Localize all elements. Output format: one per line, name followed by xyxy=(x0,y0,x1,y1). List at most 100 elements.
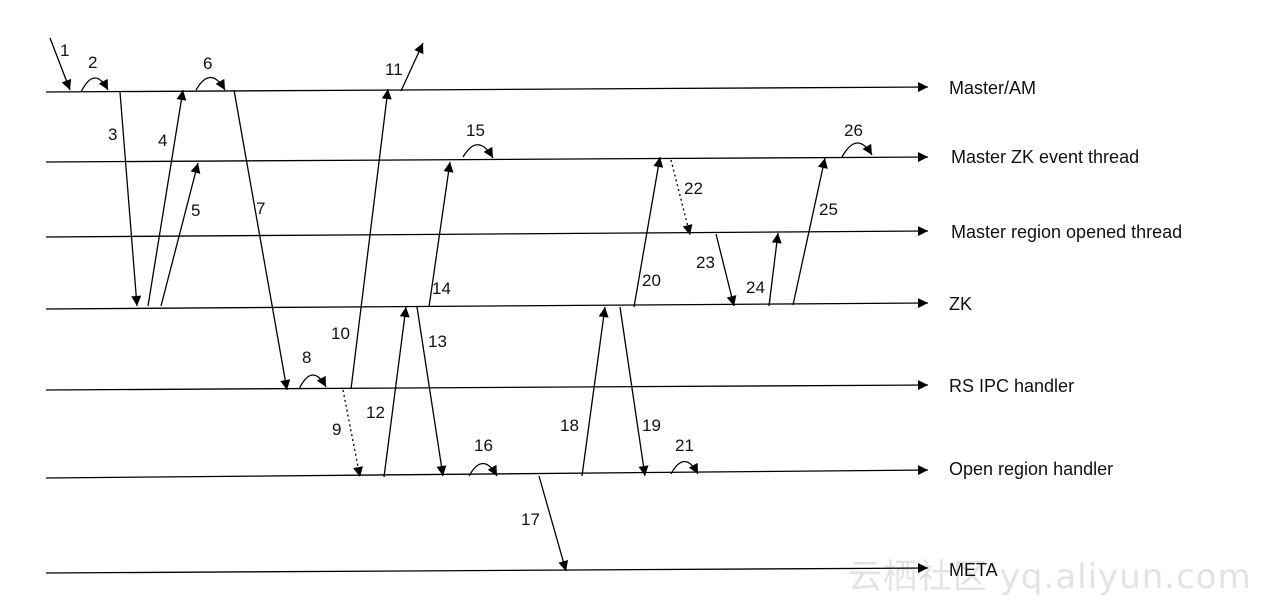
step-number: 17 xyxy=(521,510,540,529)
step-number: 19 xyxy=(642,416,661,435)
message-arrow xyxy=(792,157,828,306)
step-11: 11 xyxy=(385,42,424,92)
step-9: 9 xyxy=(332,389,363,478)
step-number: 2 xyxy=(88,53,97,72)
step-25: 25 xyxy=(792,157,838,306)
step-number: 3 xyxy=(108,125,117,144)
step-number: 7 xyxy=(256,199,265,218)
step-number: 12 xyxy=(366,403,385,422)
lane-line xyxy=(45,152,929,163)
message-arrow xyxy=(147,89,187,307)
lane-line xyxy=(45,380,929,391)
lane-rs_ipc: RS IPC handler xyxy=(45,376,1074,396)
step-number: 14 xyxy=(432,279,451,298)
step-number: 11 xyxy=(385,60,403,79)
step-17: 17 xyxy=(521,475,569,572)
step-number: 24 xyxy=(746,278,765,297)
step-19: 19 xyxy=(619,306,661,477)
step-20: 20 xyxy=(633,156,664,308)
step-number: 22 xyxy=(684,179,703,198)
step-2: 2 xyxy=(80,53,109,93)
step-4: 4 xyxy=(147,89,187,307)
lane-master_zk_event: Master ZK event thread xyxy=(45,147,1139,167)
lane-label: Master ZK event thread xyxy=(951,147,1139,167)
step-number: 26 xyxy=(844,121,863,140)
lane-label: RS IPC handler xyxy=(949,376,1074,396)
step-6: 6 xyxy=(195,54,226,91)
step-10: 10 xyxy=(331,88,392,390)
step-number: 4 xyxy=(158,131,167,150)
step-13: 13 xyxy=(416,306,447,477)
step-number: 13 xyxy=(428,332,447,351)
lane-line xyxy=(45,298,929,310)
self-call-arrow xyxy=(80,77,109,93)
step-number: 8 xyxy=(302,348,311,367)
step-number: 25 xyxy=(819,200,838,219)
step-number: 21 xyxy=(675,436,694,455)
self-call-arrow xyxy=(462,144,494,159)
message-arrow xyxy=(428,161,454,308)
lane-line xyxy=(45,82,929,93)
step-7: 7 xyxy=(233,89,291,391)
message-arrow xyxy=(49,37,72,91)
step-number: 15 xyxy=(466,121,485,140)
step-21: 21 xyxy=(670,436,699,475)
async-arrow xyxy=(342,389,363,478)
message-arrow xyxy=(581,306,609,477)
self-call-arrow xyxy=(841,142,873,158)
message-arrow xyxy=(119,91,142,307)
step-number: 18 xyxy=(560,416,579,435)
step-number: 16 xyxy=(474,436,493,455)
lane-label: Open region handler xyxy=(949,459,1113,479)
step-18: 18 xyxy=(560,306,609,477)
step-number: 20 xyxy=(642,271,661,290)
lane-label: Master/AM xyxy=(949,78,1036,98)
message-arrow xyxy=(400,42,424,92)
lane-label: META xyxy=(949,560,998,580)
self-call-arrow xyxy=(670,460,699,475)
message-arrow xyxy=(350,88,392,390)
lane-master_am: Master/AM xyxy=(45,78,1036,98)
lane-label: Master region opened thread xyxy=(951,222,1182,242)
step-number: 5 xyxy=(191,201,200,220)
step-12: 12 xyxy=(366,306,410,478)
message-arrow xyxy=(160,162,201,307)
message-arrow xyxy=(715,233,737,307)
message-arrow xyxy=(233,89,291,391)
self-call-arrow xyxy=(298,374,327,390)
step-number: 10 xyxy=(331,324,350,343)
step-3: 3 xyxy=(108,91,142,307)
step-24: 24 xyxy=(746,232,782,307)
self-call-arrow xyxy=(468,462,498,477)
step-16: 16 xyxy=(468,436,498,477)
lane-master_region_opened: Master region opened thread xyxy=(45,222,1182,242)
lane-meta: META xyxy=(45,560,998,580)
step-5: 5 xyxy=(160,162,201,307)
step-number: 1 xyxy=(60,41,69,60)
message-arrow xyxy=(383,306,410,478)
step-15: 15 xyxy=(462,121,494,159)
step-26: 26 xyxy=(841,121,873,158)
step-number: 6 xyxy=(203,54,212,73)
lane-label: ZK xyxy=(949,294,972,314)
lane-line xyxy=(45,226,929,238)
step-22: 22 xyxy=(670,159,703,236)
lane-line xyxy=(45,563,929,574)
message-arrow xyxy=(619,306,649,477)
step-23: 23 xyxy=(696,233,737,307)
lane-zk: ZK xyxy=(45,294,972,314)
step-number: 23 xyxy=(696,253,715,272)
step-8: 8 xyxy=(298,348,327,390)
message-arrow xyxy=(416,306,447,477)
message-arrow xyxy=(633,156,664,308)
message-arrow xyxy=(768,232,782,307)
watermark: 云栖社区 yq.aliyun.com xyxy=(848,557,1252,597)
lane-line xyxy=(45,465,929,479)
step-1: 1 xyxy=(49,37,72,91)
self-call-arrow xyxy=(195,76,226,91)
step-14: 14 xyxy=(428,161,454,308)
lane-open_region: Open region handler xyxy=(45,459,1113,479)
message-arrow xyxy=(538,475,569,572)
step-number: 9 xyxy=(332,420,341,439)
